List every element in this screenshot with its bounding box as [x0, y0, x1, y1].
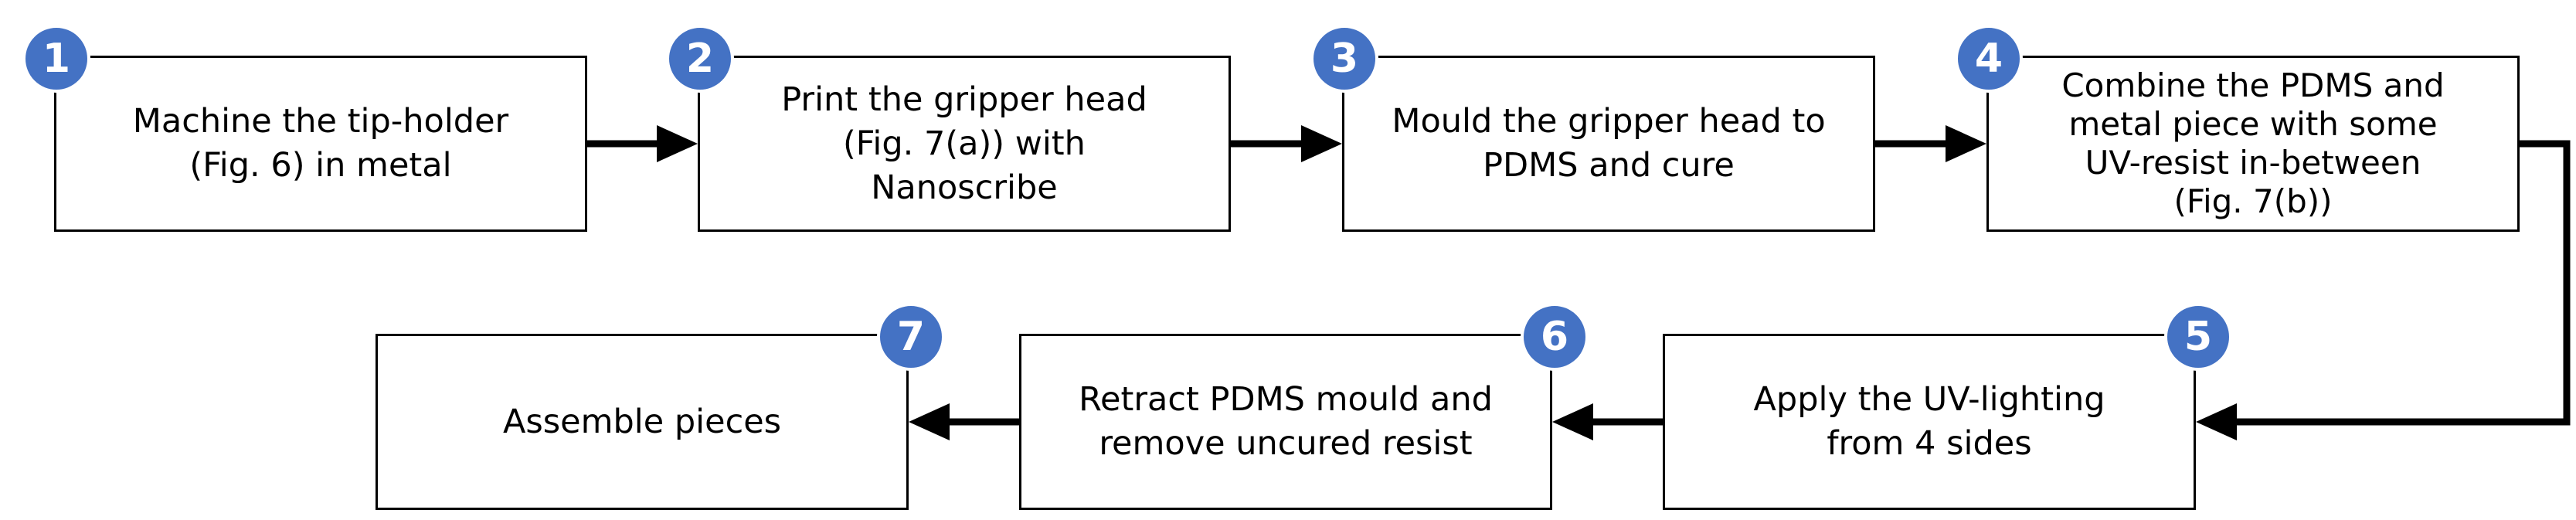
- step-number-badge-7: 7: [877, 303, 945, 371]
- step-4-text: Combine the PDMS and metal piece with so…: [2061, 66, 2445, 220]
- step-number-badge-3: 3: [1310, 25, 1378, 93]
- arrowhead-5-to-6: [1552, 403, 1593, 440]
- arrowhead-3-to-4: [1946, 125, 1986, 162]
- arrowhead-6-to-7: [909, 403, 950, 440]
- step-number-badge-1: 1: [22, 25, 90, 93]
- step-box-6: Retract PDMS mould and remove uncured re…: [1019, 334, 1552, 510]
- arrowhead-4-to-5: [2196, 403, 2237, 440]
- step-7-text: Assemble pieces: [502, 402, 782, 441]
- arrow-4-to-5: [2237, 140, 2571, 426]
- step-box-5: Apply the UV-lighting from 4 sides: [1663, 334, 2196, 510]
- step-number-badge-5: 5: [2164, 303, 2232, 371]
- step-5-text: Apply the UV-lighting from 4 sides: [1753, 380, 2105, 463]
- step-box-3: Mould the gripper head to PDMS and cure: [1342, 56, 1875, 232]
- step-number-badge-6: 6: [1521, 303, 1589, 371]
- step-box-7: Assemble pieces: [376, 334, 909, 510]
- step-1-text: Machine the tip-holder (Fig. 6) in metal: [132, 102, 509, 185]
- step-number-badge-4: 4: [1955, 25, 2023, 93]
- step-box-4: Combine the PDMS and metal piece with so…: [1986, 56, 2520, 232]
- arrowhead-1-to-2: [657, 125, 698, 162]
- step-box-2: Print the gripper head (Fig. 7(a)) with …: [698, 56, 1231, 232]
- step-number-badge-2: 2: [666, 25, 734, 93]
- step-3-text: Mould the gripper head to PDMS and cure: [1392, 102, 1826, 185]
- step-box-1: Machine the tip-holder (Fig. 6) in metal: [54, 56, 587, 232]
- arrowhead-2-to-3: [1301, 125, 1342, 162]
- step-2-text: Print the gripper head (Fig. 7(a)) with …: [781, 80, 1147, 207]
- step-6-text: Retract PDMS mould and remove uncured re…: [1079, 380, 1493, 463]
